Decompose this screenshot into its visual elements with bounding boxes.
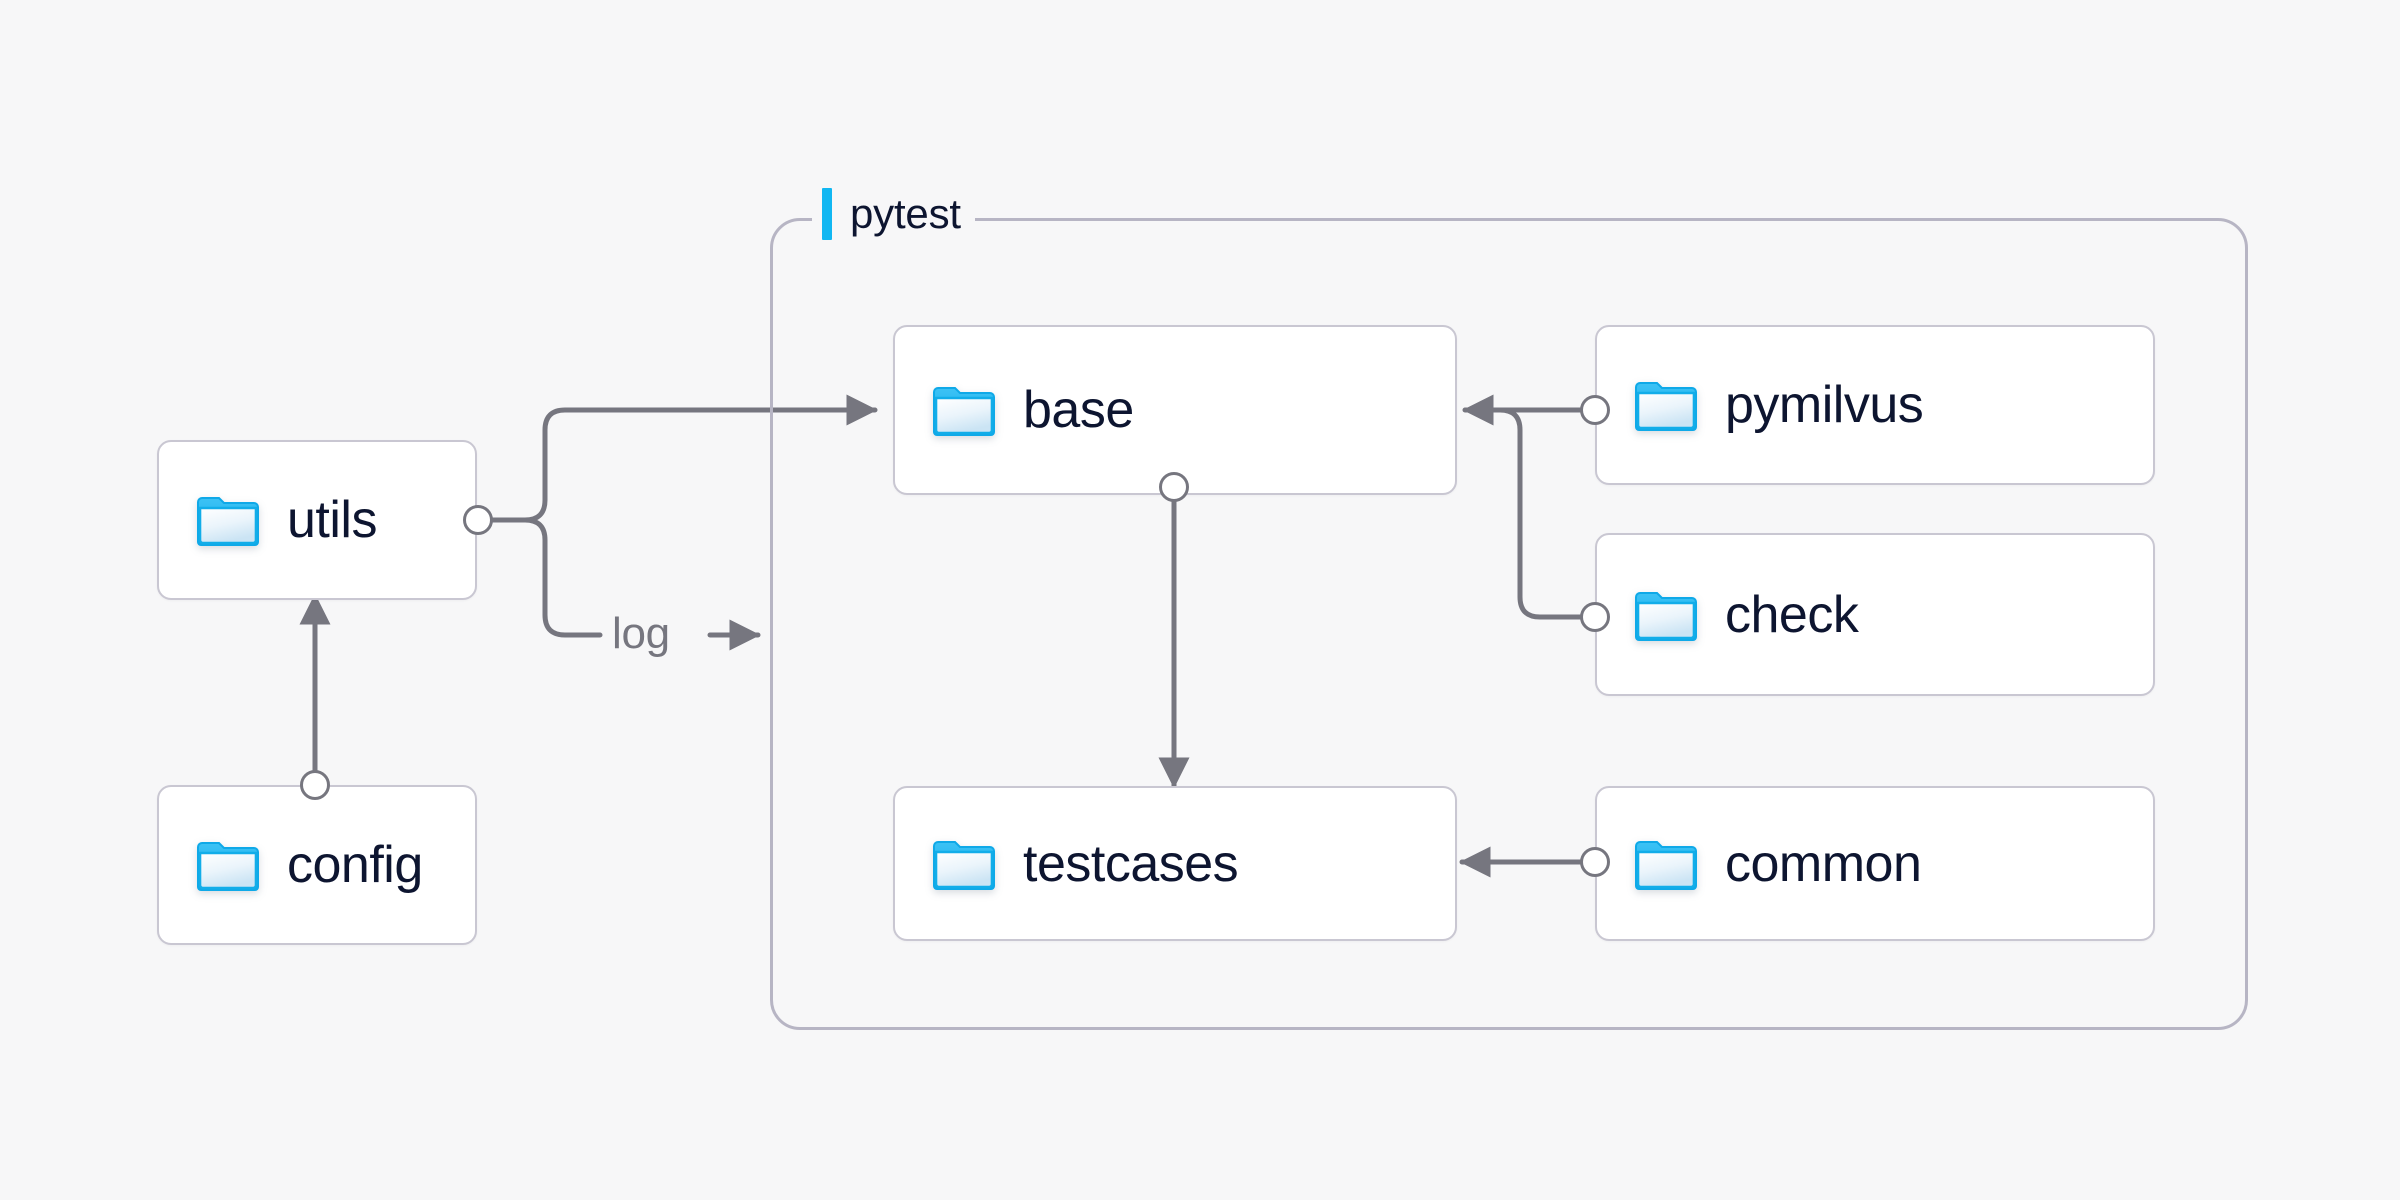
group-pytest	[770, 218, 2248, 1030]
node-utils[interactable]: utils	[157, 440, 477, 600]
edge-label-log: log	[604, 612, 678, 656]
node-config[interactable]: config	[157, 785, 477, 945]
folder-icon	[933, 384, 995, 436]
group-pytest-label: pytest	[812, 182, 975, 246]
port-utils-right[interactable]	[463, 505, 493, 535]
group-accent-bar	[822, 188, 832, 240]
node-testcases-label: testcases	[1023, 834, 1239, 893]
folder-icon	[933, 838, 995, 890]
folder-icon	[1635, 838, 1697, 890]
node-base[interactable]: base	[893, 325, 1457, 495]
node-common-label: common	[1725, 834, 1922, 893]
edge-utils-to-pytest-log	[522, 517, 603, 638]
node-common[interactable]: common	[1595, 786, 2155, 941]
port-check-left[interactable]	[1580, 602, 1610, 632]
node-testcases[interactable]: testcases	[893, 786, 1457, 941]
node-base-label: base	[1023, 381, 1134, 439]
port-common-left[interactable]	[1580, 847, 1610, 877]
node-pymilvus-label: pymilvus	[1725, 376, 1924, 434]
node-utils-label: utils	[287, 491, 377, 549]
node-config-label: config	[287, 836, 423, 894]
folder-icon	[1635, 379, 1697, 431]
folder-icon	[1635, 589, 1697, 641]
node-check[interactable]: check	[1595, 533, 2155, 696]
group-pytest-label-text: pytest	[850, 190, 961, 237]
folder-icon	[197, 494, 259, 546]
node-pymilvus[interactable]: pymilvus	[1595, 325, 2155, 485]
port-pymilvus-left[interactable]	[1580, 395, 1610, 425]
port-base-bottom[interactable]	[1159, 472, 1189, 502]
node-check-label: check	[1725, 585, 1859, 644]
folder-icon	[197, 839, 259, 891]
port-config-top[interactable]	[300, 770, 330, 800]
